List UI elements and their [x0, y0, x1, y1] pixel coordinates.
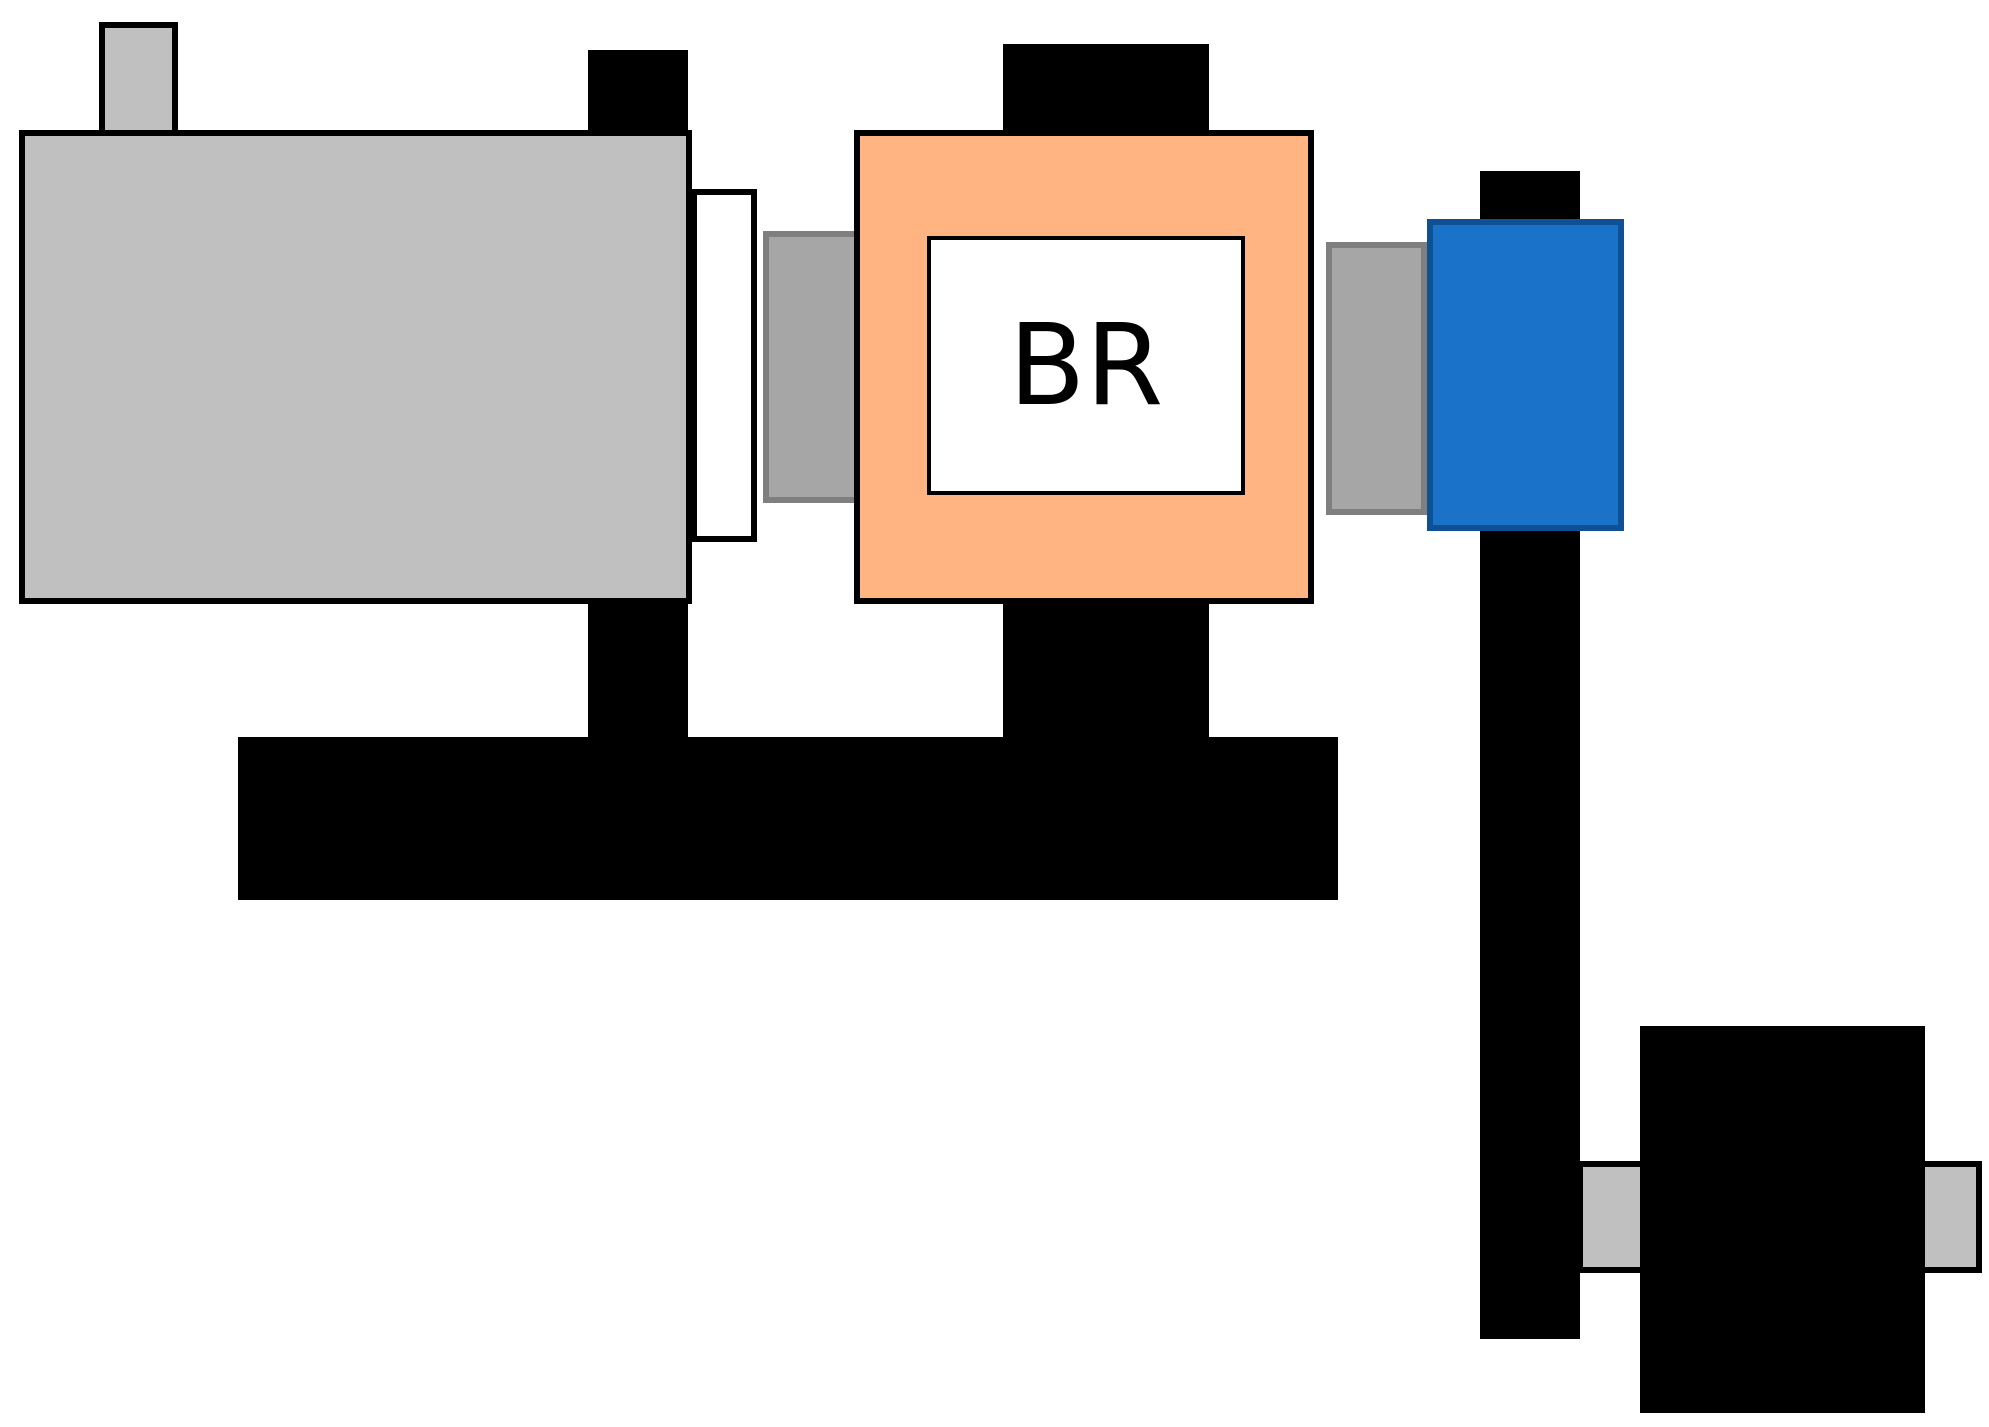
motor-terminal — [99, 22, 178, 136]
lower-pulley — [1640, 1026, 1925, 1413]
brake-label: BR — [1009, 301, 1164, 431]
torque-sensor — [1427, 219, 1624, 531]
base-plate — [238, 737, 1338, 900]
motor-body — [19, 130, 692, 604]
coupling-left — [763, 231, 860, 503]
motor-flange — [691, 189, 757, 542]
motor-support-upper — [588, 50, 688, 134]
brake-support-upper — [1003, 44, 1209, 134]
motor-support-lower — [588, 600, 688, 740]
coupling-right — [1326, 242, 1427, 515]
brake-support-lower — [1003, 600, 1209, 740]
brake-label-box — [927, 236, 1245, 495]
